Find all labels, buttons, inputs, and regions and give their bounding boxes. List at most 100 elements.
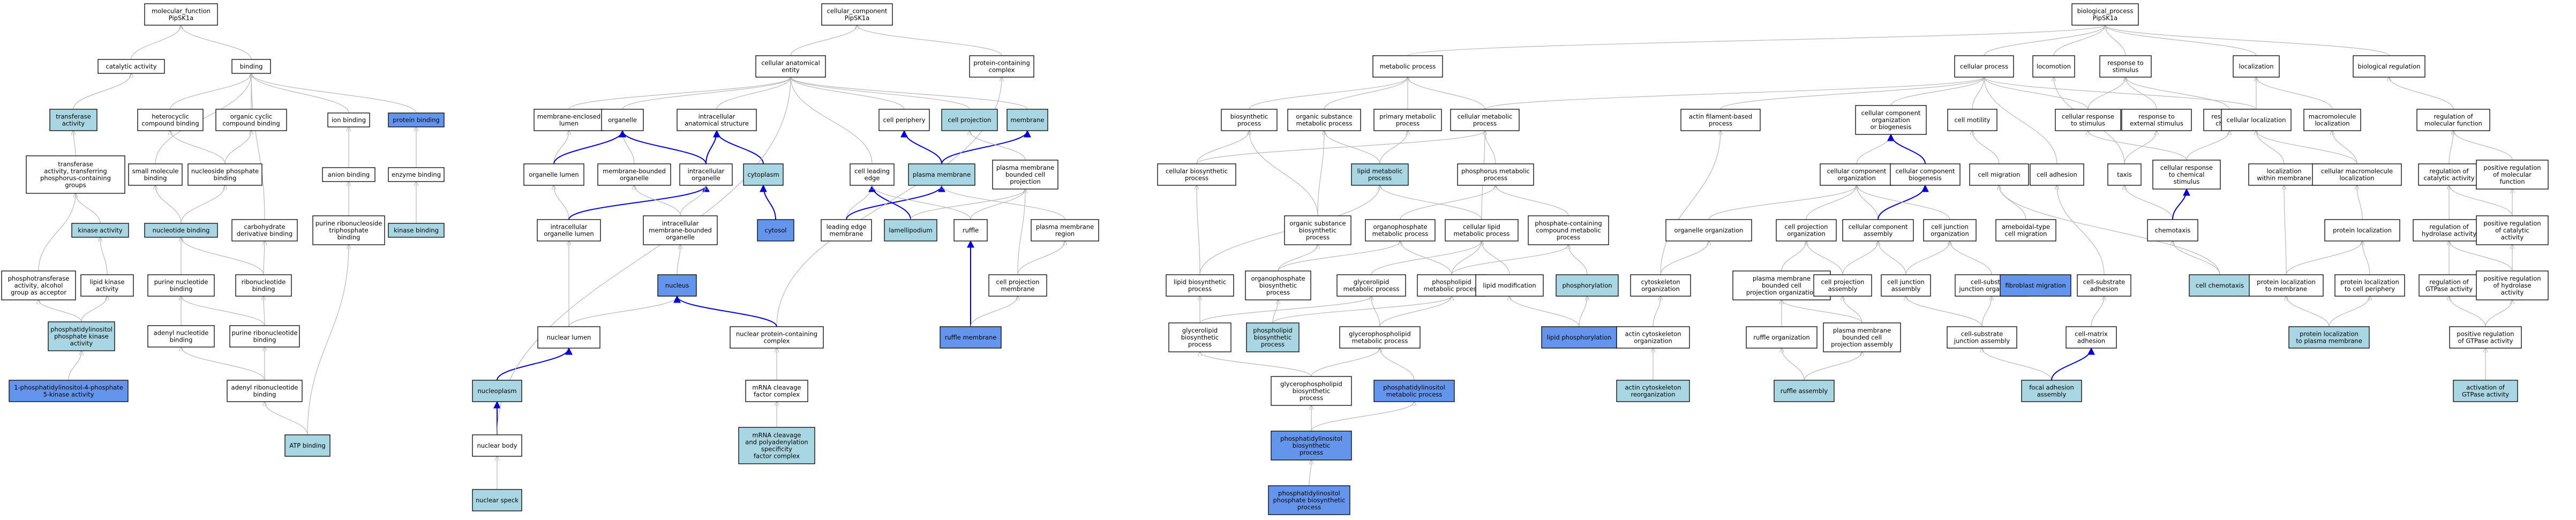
term-node-metproc[interactable]: metabolic process bbox=[1372, 55, 1443, 78]
term-node-nucleoplasm[interactable]: nucleoplasm bbox=[472, 380, 522, 402]
term-node-phosphorylation[interactable]: phosphorylation bbox=[1556, 274, 1619, 297]
term-node-cellper[interactable]: cell periphery bbox=[878, 109, 930, 131]
term-node-cellloc[interactable]: cellular localization bbox=[2221, 109, 2292, 131]
term-node-taxis[interactable]: taxis bbox=[2107, 163, 2142, 186]
term-node-nucspeck[interactable]: nuclear speck bbox=[472, 489, 522, 511]
term-node-orglumen[interactable]: organelle lumen bbox=[523, 163, 584, 186]
term-node-ruffleorg[interactable]: ruffle organization bbox=[1746, 326, 1818, 349]
term-node-lipmod[interactable]: lipid modification bbox=[1475, 274, 1544, 297]
term-node-cellmig[interactable]: cell migration bbox=[1969, 163, 2029, 186]
term-node-organelle[interactable]: organelle bbox=[601, 109, 644, 131]
term-node-membrane[interactable]: membrane bbox=[1007, 109, 1048, 131]
term-node-cytosol[interactable]: cytosol bbox=[757, 219, 794, 242]
term-node-locomotion[interactable]: locomotion bbox=[2032, 55, 2075, 78]
term-node-lipphos[interactable]: lipid phosphorylation bbox=[1541, 326, 1617, 349]
term-node-enzb[interactable]: enzyme binding bbox=[388, 167, 445, 182]
term-node-kinb[interactable]: kinase binding bbox=[388, 223, 445, 238]
term-node-ruffle[interactable]: ruffle bbox=[953, 219, 988, 242]
term-node-celladh[interactable]: cell adhesion bbox=[2030, 163, 2084, 186]
term-node-rufflemem[interactable]: ruffle membrane bbox=[940, 326, 1002, 349]
term-node-bioreg[interactable]: biological regulation bbox=[2353, 55, 2425, 78]
term-node-fibromig[interactable]: fibroblast migration bbox=[2000, 274, 2071, 297]
term-node-localization[interactable]: localization bbox=[2233, 55, 2280, 78]
term-node-protb[interactable]: protein binding bbox=[388, 112, 445, 127]
term-node-nuclumen[interactable]: nuclear lumen bbox=[537, 326, 600, 349]
term-node-anionb[interactable]: anion binding bbox=[322, 167, 375, 182]
term-node-binding[interactable]: binding bbox=[231, 59, 271, 74]
term-node-cellproc[interactable]: cellular process bbox=[1954, 55, 2014, 78]
term-node-protloc[interactable]: protein localization bbox=[2324, 219, 2400, 242]
term-node-ionb[interactable]: ion binding bbox=[327, 112, 370, 127]
term-node-chemotaxis[interactable]: chemotaxis bbox=[2147, 219, 2198, 242]
term-node-kinase[interactable]: kinase activity bbox=[71, 223, 129, 238]
term-node-cellmot[interactable]: cell motility bbox=[1947, 109, 1997, 131]
